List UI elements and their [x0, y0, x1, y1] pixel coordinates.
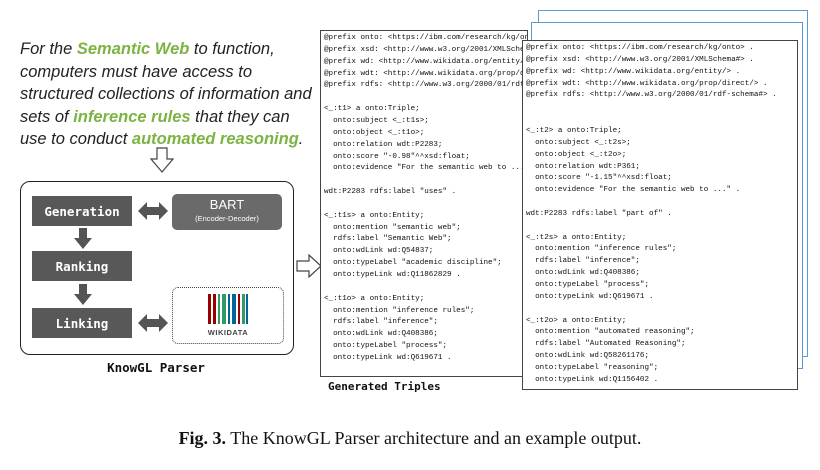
code-line: onto:subject <_:t1s>; — [324, 116, 429, 125]
code-line: @prefix rdfs: <http://www.w3.org/2000/01… — [526, 91, 777, 100]
code-line: onto:wdLink wd:Q408386; — [526, 269, 640, 278]
code-line: @prefix onto: <https://ibm.com/research/… — [526, 44, 754, 52]
code-line: onto:subject <_:t2s>; — [526, 138, 631, 147]
highlight-inference-rules: inference rules — [73, 107, 191, 126]
bidirectional-arrow-icon — [138, 202, 168, 220]
highlight-automated-reasoning: automated reasoning — [131, 130, 299, 148]
code-line: onto:wdLink wd:Q54837; — [324, 247, 434, 256]
intro-part-4: . — [298, 130, 304, 148]
caption-text: The KnowGL Parser architecture and an ex… — [226, 428, 642, 448]
code-line: onto:object <_:t2o>; — [526, 150, 627, 159]
wikidata-box: WIKIDATA — [172, 287, 284, 344]
code-line: rdfs:label "inference"; — [526, 257, 640, 266]
generation-stage: Generation — [32, 196, 132, 226]
code-line: onto:mention "automated reasoning"; — [526, 328, 695, 337]
code-line: onto:typeLink wd:Q619671 . — [526, 292, 654, 301]
code-line: rdfs:label "Automated Reasoning"; — [526, 340, 686, 349]
code-line: @prefix wd: <http://www.wikidata.org/ent… — [526, 67, 741, 76]
code-line: onto:wdLink wd:Q408386; — [324, 330, 438, 339]
code-line: onto:typeLabel "process"; — [526, 281, 650, 289]
code-line: <_:t2s> a onto:Entity; — [526, 233, 627, 242]
code-line: <_:t1> a onto:Triple; — [324, 105, 420, 114]
intro-part-3: that they can use to conduct — [20, 107, 290, 149]
code-line: onto:typeLabel "process"; — [324, 342, 448, 351]
code-line: onto:score "-1.15"^^xsd:float; — [526, 174, 672, 183]
down-arrow-icon — [150, 147, 174, 173]
code-line: @prefix wdt: <http://www.wikidata.org/pr… — [324, 69, 527, 78]
code-line: @prefix xsd: <http://www.w3.org/2001/XML… — [324, 45, 528, 54]
code-line: @prefix wdt: <http://www.wikidata.org/pr… — [526, 79, 768, 88]
triples-document-1: @prefix onto: <https://ibm.com/research/… — [320, 30, 528, 377]
bart-subtitle: (Encoder-Decoder) — [195, 214, 259, 223]
code-line: onto:mention "inference rules"; — [324, 306, 475, 315]
ranking-stage: Ranking — [32, 251, 132, 281]
bart-model-box: BART (Encoder-Decoder) — [172, 194, 282, 230]
figure-number: Fig. 3. — [178, 428, 227, 448]
code-line: onto:mention "inference rules"; — [526, 245, 677, 254]
parser-title: KnowGL Parser — [107, 360, 205, 375]
code-line: rdfs:label "Semantic Web"; — [324, 235, 452, 244]
code-line: onto:object <_:t1o>; — [324, 128, 425, 137]
arrow-down-icon — [74, 284, 92, 305]
code-line: @prefix onto: <https://ibm.com/research/… — [324, 34, 528, 42]
right-arrow-icon — [296, 254, 322, 278]
highlight-semantic-web: Semantic Web — [76, 40, 190, 58]
generated-triples-label: Generated Triples — [328, 380, 441, 393]
bidirectional-arrow-icon — [138, 314, 168, 332]
code-line: wdt:P2283 rdfs:label "part of" . — [526, 209, 672, 218]
code-line: onto:wdLink wd:Q58261176; — [526, 352, 650, 361]
triples-document-2: @prefix onto: <https://ibm.com/research/… — [522, 40, 798, 390]
intro-part-1: For the — [20, 40, 77, 58]
code-line: onto:typeLink wd:Q11862829 . — [324, 271, 461, 279]
code-line: onto:relation wdt:P361; — [526, 162, 640, 171]
wikidata-logo-icon — [208, 294, 248, 324]
intro-part-2: to function, computers must have access … — [20, 40, 312, 126]
code-line: onto:typeLabel "academic discipline"; — [324, 259, 502, 268]
code-line: onto:evidence "For the semantic web to .… — [526, 186, 741, 195]
code-line: @prefix wd: <http://www.wikidata.org/ent… — [324, 57, 528, 66]
code-line: onto:evidence "For the semantic web to .… — [324, 164, 528, 173]
linking-stage: Linking — [32, 308, 132, 338]
figure-caption: Fig. 3. The KnowGL Parser architecture a… — [0, 428, 820, 449]
code-line: <_:t1s> a onto:Entity; — [324, 211, 425, 220]
code-line: onto:mention "semantic web"; — [324, 223, 461, 232]
intro-text: For the Semantic Web to function, comput… — [20, 38, 320, 151]
code-line: onto:typeLink wd:Q619671 . — [324, 353, 452, 362]
code-line: @prefix xsd: <http://www.w3.org/2001/XML… — [526, 55, 754, 64]
code-line: <_:t1o> a onto:Entity; — [324, 294, 425, 303]
code-line: onto:typeLabel "reasoning"; — [526, 363, 659, 372]
code-line: wdt:P2283 rdfs:label "uses" . — [324, 188, 457, 197]
bart-title: BART — [209, 197, 245, 212]
code-line: onto:typeLink wd:Q1156402 . — [526, 375, 659, 384]
code-line: <_:t2o> a onto:Entity; — [526, 316, 627, 325]
code-line: onto:relation wdt:P2283; — [324, 140, 443, 149]
wikidata-label: WIKIDATA — [207, 328, 249, 337]
arrow-down-icon — [74, 228, 92, 249]
code-line: onto:score "-0.98"^^xsd:float; — [324, 152, 470, 161]
code-line: <_:t2> a onto:Triple; — [526, 126, 622, 135]
code-line: rdfs:label "inference"; — [324, 318, 438, 327]
code-line: @prefix rdfs: <http://www.w3.org/2000/01… — [324, 81, 527, 90]
